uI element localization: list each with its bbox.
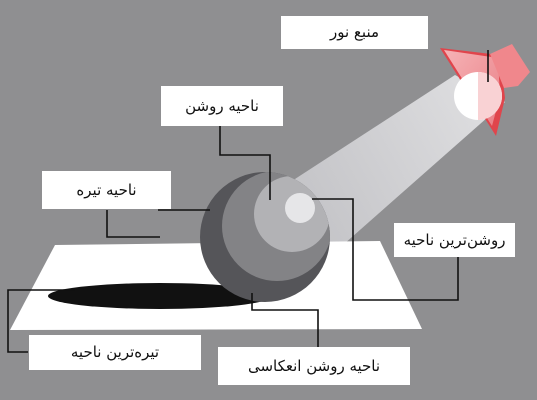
label-dark-area: ناحیه تیره <box>42 171 171 209</box>
label-reflected-light: ناحیه روشن انعکاسی <box>218 347 410 385</box>
sphere <box>200 172 330 302</box>
leader-lines <box>7 50 489 353</box>
label-lit-area: ناحیه روشن <box>161 86 283 126</box>
leader-lit-area <box>219 126 271 200</box>
cast-shadow <box>48 283 272 309</box>
label-darkest-area: تیره‌ترین ناحیه <box>29 335 201 370</box>
leader-reflected <box>251 293 319 348</box>
leader-dark-area-lower <box>106 210 160 238</box>
leader-brightest <box>312 198 459 301</box>
label-brightest-area: روشن‌ترین ناحیه <box>394 223 515 257</box>
leader-darkest <box>7 289 75 353</box>
label-light-source: منبع نور <box>281 16 428 49</box>
